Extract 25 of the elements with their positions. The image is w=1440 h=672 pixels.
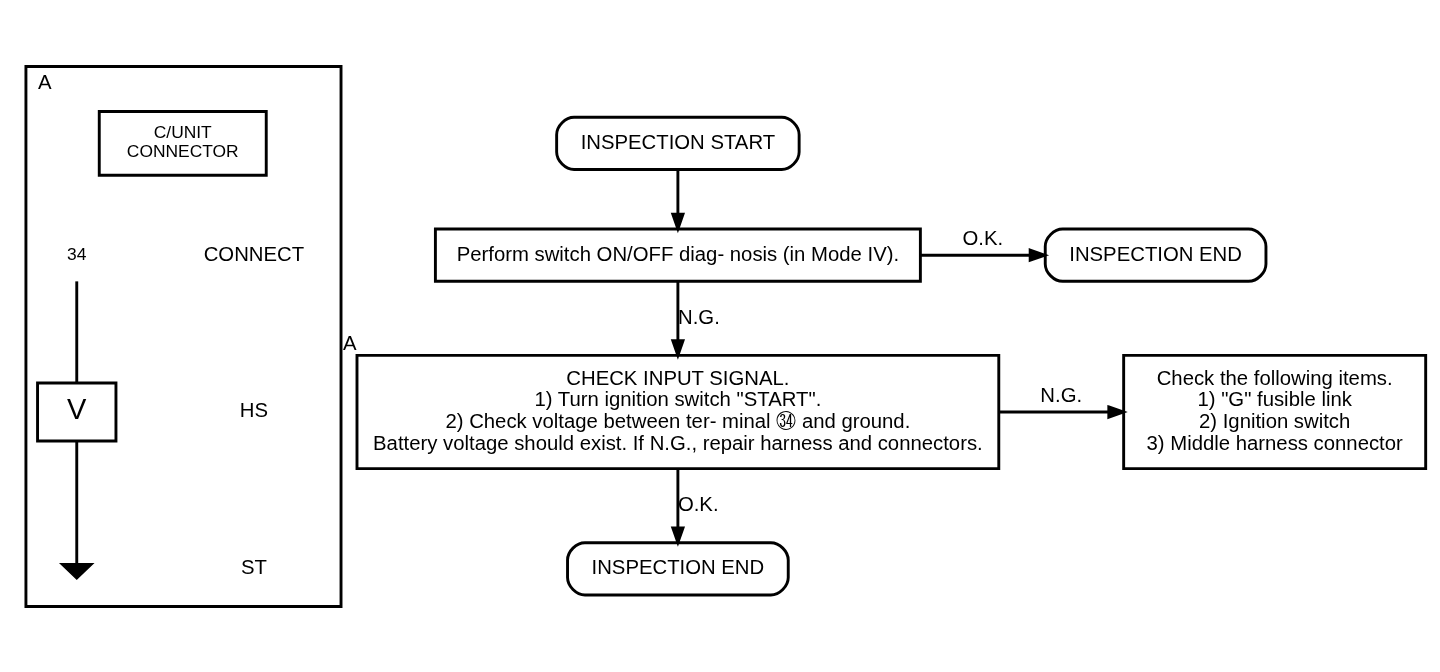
edge-label: O.K. [962, 226, 1004, 249]
label: HS [239, 398, 269, 421]
edge-label: N.G. [1040, 383, 1083, 406]
node-ground [58, 562, 95, 580]
node-box: Perform switch ON/OFF diag- nosis (in Mode IV). [433, 227, 922, 283]
edge-label: N.G. [678, 305, 720, 328]
node-box: C/UNIT CONNECTOR [97, 109, 268, 177]
label: CONNECT [203, 242, 305, 265]
arrow [670, 468, 685, 547]
arrow [920, 247, 1050, 262]
edge-label: O.K. [677, 492, 719, 515]
node-box: Check the following items. 1) "G" fusible link 2) Ignition switch 3) Middle harness connector [1122, 353, 1428, 470]
arrow [670, 169, 685, 233]
node-text: 34 [67, 243, 87, 264]
label: ST [240, 555, 267, 578]
connector [75, 280, 79, 383]
arrow [999, 404, 1128, 419]
node-box: CHECK INPUT SIGNAL. 1) Turn ignition switch "START". 2) Check voltage between ter- minal ㉞ and ground. Battery voltage should exist. If N.G., repair harness and connectors. [355, 353, 1001, 470]
node-label: A [342, 331, 357, 354]
node-box: INSPECTION END [1043, 227, 1268, 283]
node-box: INSPECTION START [555, 115, 801, 171]
node-box: V [36, 381, 118, 442]
node-box: INSPECTION END [566, 540, 790, 596]
arrow [670, 280, 685, 360]
connector [75, 441, 79, 563]
